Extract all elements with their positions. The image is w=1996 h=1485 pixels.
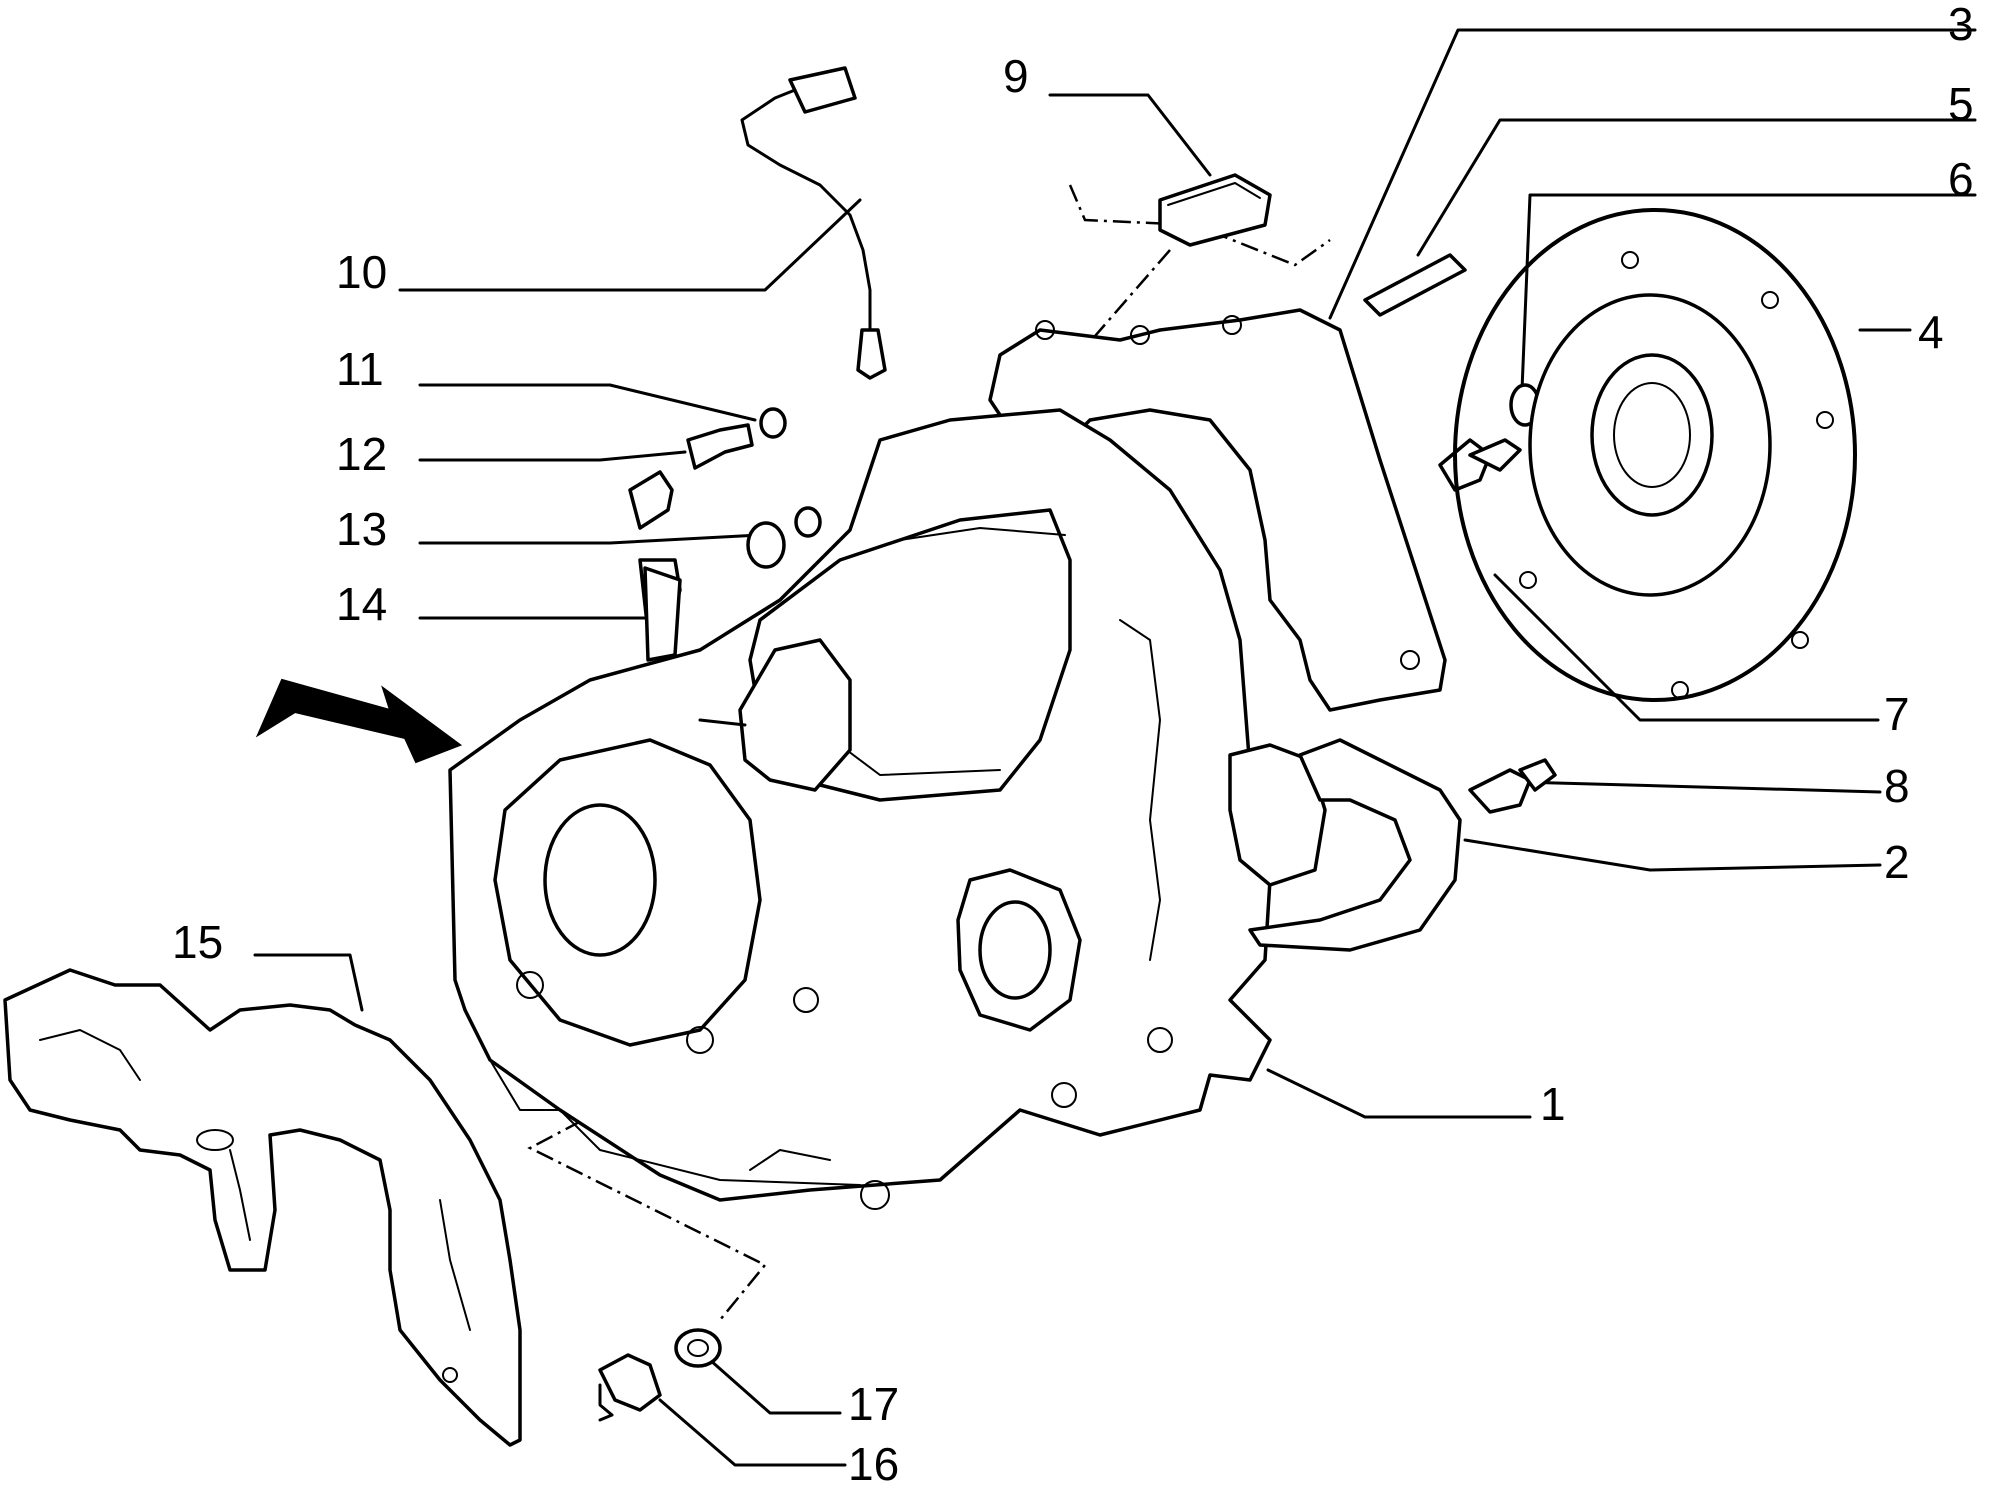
leader-lines xyxy=(253,28,1977,1467)
small-fasteners xyxy=(628,407,822,662)
cable-connector-part xyxy=(740,66,887,380)
leader-10 xyxy=(398,198,862,292)
leader-17 xyxy=(708,1358,842,1415)
callout-labels: 3 5 6 4 7 8 2 1 9 10 11 12 13 14 15 16 1… xyxy=(172,0,1974,1485)
leader-2 xyxy=(1463,838,1882,872)
callout-5: 5 xyxy=(1948,78,1974,130)
studs-and-bolts xyxy=(1363,253,1557,814)
shroud-part xyxy=(1248,738,1462,952)
leader-3 xyxy=(1328,28,1977,320)
transmission-housing-part xyxy=(448,408,1327,1210)
callout-7: 7 xyxy=(1884,688,1910,740)
leader-12 xyxy=(418,450,687,462)
callout-6: 6 xyxy=(1948,153,1974,205)
leader-8 xyxy=(1518,780,1882,794)
callout-13: 13 xyxy=(336,503,387,555)
callout-4: 4 xyxy=(1918,306,1944,358)
leader-9 xyxy=(1048,93,1212,177)
leader-7 xyxy=(1493,573,1880,722)
leader-15 xyxy=(253,953,364,1012)
direction-arrow-icon xyxy=(255,678,463,764)
drive-plate-part xyxy=(1453,208,1857,702)
callout-3: 3 xyxy=(1948,0,1974,50)
leader-16 xyxy=(658,1398,847,1467)
leader-1 xyxy=(1266,1068,1532,1119)
cover-plate-part xyxy=(1158,173,1272,247)
callout-8: 8 xyxy=(1884,760,1910,812)
callout-14: 14 xyxy=(336,578,387,630)
callout-9: 9 xyxy=(1003,50,1029,102)
callout-1: 1 xyxy=(1540,1078,1566,1130)
callout-15: 15 xyxy=(172,916,223,968)
leader-11 xyxy=(418,383,757,422)
leader-5 xyxy=(1416,118,1977,257)
callout-12: 12 xyxy=(336,428,387,480)
sensor-and-washer-parts xyxy=(598,1328,722,1422)
callout-16: 16 xyxy=(848,1438,899,1485)
leader-6 xyxy=(1520,193,1977,392)
callout-17: 17 xyxy=(848,1378,899,1430)
callout-10: 10 xyxy=(336,246,387,298)
callout-2: 2 xyxy=(1884,836,1910,888)
callout-11: 11 xyxy=(336,343,384,395)
heat-shield-part xyxy=(3,968,522,1447)
leader-13 xyxy=(418,533,762,545)
